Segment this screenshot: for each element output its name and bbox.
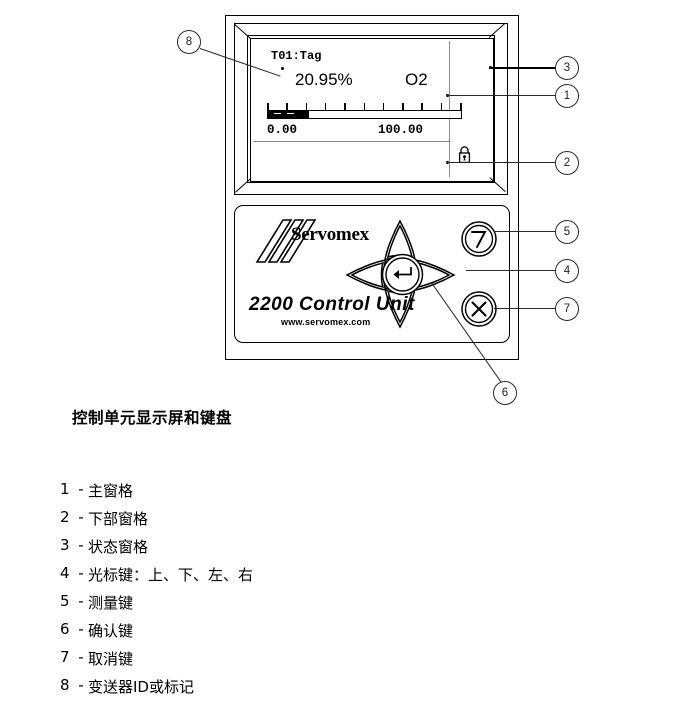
callout-2-label: 2	[563, 157, 571, 169]
legend-item: 5-测量键	[60, 592, 480, 620]
legend-item-label: 下部窗格	[88, 510, 149, 528]
legend-item-number: 4	[60, 564, 70, 582]
callout-2-leader	[446, 162, 556, 164]
legend-item-dash: -	[78, 592, 84, 610]
lcd-screen: T01:Tag 20.95% O2 0.00 100.00	[253, 41, 489, 177]
scale-min-label: 0.00	[267, 123, 298, 137]
legend-item-number: 8	[60, 676, 70, 694]
legend-item-number: 7	[60, 648, 70, 666]
bargraph-tick	[421, 103, 423, 110]
bargraph-tick	[440, 103, 443, 110]
bargraph: 0.00 100.00	[267, 103, 463, 137]
callout-1-leader	[446, 95, 556, 97]
callout-1-label: 1	[563, 90, 571, 102]
bargraph-tick	[286, 103, 288, 110]
control-unit-device: T01:Tag 20.95% O2 0.00 100.00	[225, 15, 519, 360]
cancel-key[interactable]	[460, 290, 498, 328]
callout-8-label: 8	[185, 36, 193, 48]
model-name-text: 2200 Control Unit	[249, 294, 415, 315]
callout-5: 5	[555, 220, 579, 244]
callout-4-leader	[466, 270, 556, 272]
legend-item-number: 3	[60, 536, 70, 554]
website-text: www.servomex.com	[281, 317, 371, 327]
callout-8: 8	[177, 30, 201, 54]
legend-item-label: 确认键	[88, 622, 134, 640]
legend-item-label: 主窗格	[88, 482, 134, 500]
callout-8-anchor	[281, 67, 285, 71]
callout-7-leader	[494, 308, 556, 310]
bargraph-tick	[305, 103, 308, 110]
keypad-panel: Servomex 2200 Control Unit www.servomex.…	[234, 205, 510, 343]
lcd-bezel: T01:Tag 20.95% O2 0.00 100.00	[234, 23, 508, 195]
callout-5-label: 5	[563, 226, 571, 238]
bargraph-ticks	[267, 103, 463, 110]
legend-item: 3-状态窗格	[60, 536, 480, 564]
bargraph-tick	[324, 103, 327, 110]
callout-6-label: 6	[501, 387, 509, 399]
callout-7-label: 7	[563, 303, 571, 315]
legend-item: 6-确认键	[60, 620, 480, 648]
legend-item: 1-主窗格	[60, 480, 480, 508]
legend-item-number: 6	[60, 620, 70, 638]
legend-item: 4-光标键：上、下、左、右	[60, 564, 480, 592]
callout-4: 4	[555, 259, 579, 283]
enter-key[interactable]	[380, 252, 425, 297]
legend-item: 2-下部窗格	[60, 508, 480, 536]
scale-max-label: 100.00	[378, 123, 424, 137]
callout-7: 7	[555, 297, 579, 321]
gauge-meter-icon	[461, 221, 497, 257]
measure-key[interactable]	[460, 220, 498, 258]
servomex-wordmark: Servomex	[291, 224, 369, 245]
callout-3: 3	[555, 56, 579, 80]
legend-item-label: 测量键	[88, 594, 134, 612]
legend-item-number: 1	[60, 480, 70, 498]
legend-item-number: 5	[60, 592, 70, 610]
bargraph-tick	[344, 103, 346, 110]
figure-caption: 控制单元显示屏和键盘	[72, 409, 233, 427]
bargraph-track	[267, 109, 462, 119]
callout-4-label: 4	[563, 265, 571, 277]
callout-1: 1	[555, 84, 579, 108]
transmitter-tag-text: T01:Tag	[271, 49, 322, 63]
callout-3-label: 3	[563, 62, 571, 74]
legend-item-dash: -	[78, 480, 84, 498]
lower-pane-divider	[253, 141, 449, 143]
legend-item-label: 变送器ID或标记	[88, 678, 194, 696]
legend-item-dash: -	[78, 676, 84, 694]
legend-item-label: 光标键：上、下、左、右	[88, 566, 254, 584]
bargraph-tick	[382, 103, 385, 110]
legend-item: 7-取消键	[60, 648, 480, 676]
callout-5-leader	[494, 231, 556, 233]
bargraph-tick	[363, 103, 366, 110]
callout-3-leader	[489, 67, 556, 70]
bargraph-tick	[267, 103, 269, 110]
servomex-logo	[253, 216, 383, 264]
measurement-value-text: 20.95%	[295, 70, 353, 89]
legend-item-dash: -	[78, 620, 84, 638]
bargraph-tick	[402, 103, 404, 110]
callout-6: 6	[493, 381, 517, 405]
legend-item-dash: -	[78, 564, 84, 582]
legend-item-dash: -	[78, 536, 84, 554]
status-pane-divider	[449, 41, 451, 177]
bargraph-tick	[460, 103, 462, 110]
legend-item-label: 取消键	[88, 650, 134, 668]
enter-return-icon	[381, 253, 424, 296]
legend-item-dash: -	[78, 508, 84, 526]
callout-2: 2	[555, 151, 579, 175]
bargraph-fill	[268, 110, 309, 118]
x-cross-icon	[461, 291, 497, 327]
legend-item-number: 2	[60, 508, 70, 526]
legend-item-dash: -	[78, 648, 84, 666]
gas-name-text: O2	[405, 70, 428, 89]
legend-item: 8-变送器ID或标记	[60, 676, 480, 704]
legend-item-label: 状态窗格	[88, 538, 149, 556]
